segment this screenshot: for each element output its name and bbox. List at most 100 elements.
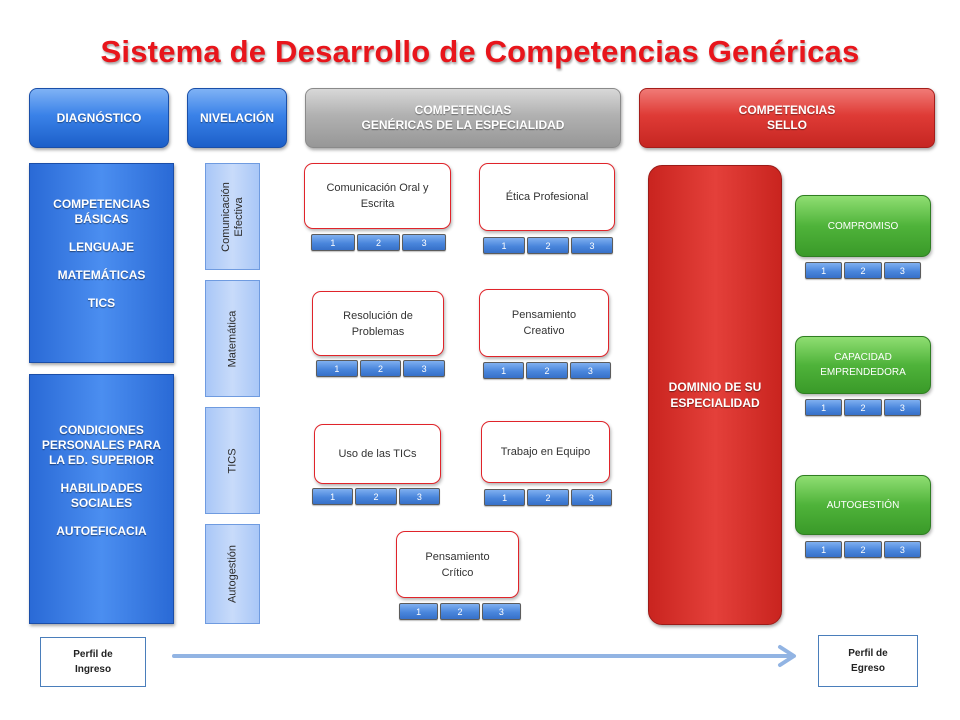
etica-profesional-label: Ética Profesional [505,191,589,203]
level-2[interactable]: 2 [359,360,402,377]
level-3[interactable]: 3 [402,234,447,251]
level-2[interactable]: 2 [844,541,882,558]
nivelacion-tics-tab[interactable]: TICS [205,407,260,514]
etica-profesional-scale: 1 2 3 [483,237,613,254]
competencia-resolucion-problemas[interactable]: Resolución de Problemas [312,291,444,356]
nivelacion-header[interactable]: NIVELACIÓN [187,88,287,148]
level-1[interactable]: 1 [805,399,843,416]
progress-arrow [172,645,796,667]
level-2[interactable]: 2 [440,603,480,620]
page-title: Sistema de Desarrollo de Competencias Ge… [100,34,860,69]
level-3[interactable]: 3 [883,399,921,416]
comunicacion-oral-line-1: Comunicación Oral y [326,182,429,194]
level-3[interactable]: 3 [403,360,446,377]
competencia-etica-profesional[interactable]: Ética Profesional [479,163,615,231]
critico-line-1: Pensamiento [425,550,490,563]
competencias-sello-header[interactable]: COMPETENCIAS SELLO [639,88,935,148]
level-2[interactable]: 2 [356,234,401,251]
dominio-especialidad-panel[interactable]: DOMINIO DE SU ESPECIALIDAD [648,165,782,625]
level-3[interactable]: 3 [570,489,612,506]
pensamiento-critico-scale: 1 2 3 [399,603,521,620]
level-2[interactable]: 2 [527,237,569,254]
level-3[interactable]: 3 [883,262,921,279]
perfil-ingreso-line-1: Perfil de [73,649,113,660]
competencia-uso-tics[interactable]: Uso de las TICs [314,424,441,484]
uso-tics-label: Uso de las TICs [338,448,417,460]
competencias-genericas-header[interactable]: COMPETENCIAS GENÉRICAS DE LA ESPECIALIDA… [305,88,621,148]
nivelacion-header-label: NIVELACIÓN [199,110,274,125]
basicas-tics: TICS [87,296,116,310]
comunicacion-tab-line-1: Comunicación [219,181,232,252]
nivelacion-matematica-tab[interactable]: Matemática [205,280,260,397]
resolucion-line-1: Resolución de [343,309,413,322]
comunicacion-oral-scale: 1 2 3 [311,234,447,251]
perfil-egreso: Perfil de Egreso [818,635,918,687]
pensamiento-creativo-scale: 1 2 3 [483,362,611,379]
trabajo-equipo-label: Trabajo en Equipo [500,446,591,458]
tics-tab-label: TICS [226,447,238,474]
condiciones-personales-panel: CONDICIONES PERSONALES PARA LA ED. SUPER… [29,374,174,624]
level-1[interactable]: 1 [399,603,439,620]
perfil-egreso-line-1: Perfil de [848,648,888,659]
level-3[interactable]: 3 [481,603,521,620]
matematica-tab-label: Matemática [226,310,238,367]
competencias-genericas-line-2: GENÉRICAS DE LA ESPECIALIDAD [361,118,565,132]
creativo-line-2: Creativo [523,325,565,337]
level-1[interactable]: 1 [483,362,525,379]
level-2[interactable]: 2 [844,262,882,279]
level-3[interactable]: 3 [398,488,440,505]
diagnostico-header-label: DIAGNÓSTICO [56,110,142,125]
trabajo-equipo-scale: 1 2 3 [484,489,612,506]
nivelacion-autogestion-tab[interactable]: Autogestión [205,524,260,624]
competencias-sello-line-2: SELLO [766,118,807,132]
diagnostico-header[interactable]: DIAGNÓSTICO [29,88,169,148]
basicas-lenguaje: LENGUAJE [68,240,135,254]
comunicacion-tab-label: Comunicación Efectiva [220,182,246,252]
sello-capacidad-emprendedora[interactable]: CAPACIDAD EMPRENDEDORA [795,336,931,394]
condiciones-line-1: CONDICIONES [59,423,144,437]
level-1[interactable]: 1 [311,234,355,251]
level-1[interactable]: 1 [805,262,843,279]
dominio-line-1: DOMINIO DE SU [668,380,762,394]
level-2[interactable]: 2 [355,488,397,505]
level-2[interactable]: 2 [526,362,568,379]
level-1[interactable]: 1 [483,237,525,254]
perfil-ingreso: Perfil de Ingreso [40,637,146,687]
capacidad-emprendedora-scale: 1 2 3 [805,399,921,416]
level-3[interactable]: 3 [883,541,921,558]
competencias-sello-line-1: COMPETENCIAS [738,103,836,117]
level-3[interactable]: 3 [571,237,613,254]
level-2[interactable]: 2 [527,489,569,506]
sello-compromiso[interactable]: COMPROMISO [795,195,931,257]
habilidades-line-1: HABILIDADES [60,481,143,495]
comunicacion-oral-line-2: Escrita [360,198,395,210]
compromiso-label: COMPROMISO [827,220,899,232]
competencia-trabajo-equipo[interactable]: Trabajo en Equipo [481,421,610,483]
competencias-basicas-panel: COMPETENCIAS BÁSICAS LENGUAJE MATEMÁTICA… [29,163,174,363]
level-1[interactable]: 1 [805,541,843,558]
resolucion-line-2: Problemas [351,325,405,338]
compromiso-scale: 1 2 3 [805,262,921,279]
perfil-ingreso-line-2: Ingreso [74,664,112,675]
condiciones-line-3: LA ED. SUPERIOR [49,453,154,467]
nivelacion-comunicacion-tab[interactable]: Comunicación Efectiva [205,163,260,270]
level-1[interactable]: 1 [484,489,526,506]
basicas-matematicas: MATEMÁTICAS [57,268,146,282]
level-2[interactable]: 2 [844,399,882,416]
capacidad-line-2: EMPRENDEDORA [820,367,906,378]
autogestion-tab-label: Autogestión [226,544,238,604]
sello-autogestion[interactable]: AUTOGESTIÓN [795,475,931,535]
condiciones-line-2: PERSONALES PARA [41,438,162,452]
competencia-comunicacion-oral[interactable]: Comunicación Oral y Escrita [304,163,451,229]
level-1[interactable]: 1 [312,488,354,505]
level-1[interactable]: 1 [316,360,358,377]
comunicacion-tab-line-2: Efectiva [232,196,245,237]
habilidades-line-2: SOCIALES [70,496,133,510]
level-3[interactable]: 3 [569,362,611,379]
capacidad-line-1: CAPACIDAD [834,352,892,363]
perfil-egreso-line-2: Egreso [851,663,885,674]
creativo-line-1: Pensamiento [511,309,577,321]
basicas-line-1: COMPETENCIAS [53,197,150,211]
